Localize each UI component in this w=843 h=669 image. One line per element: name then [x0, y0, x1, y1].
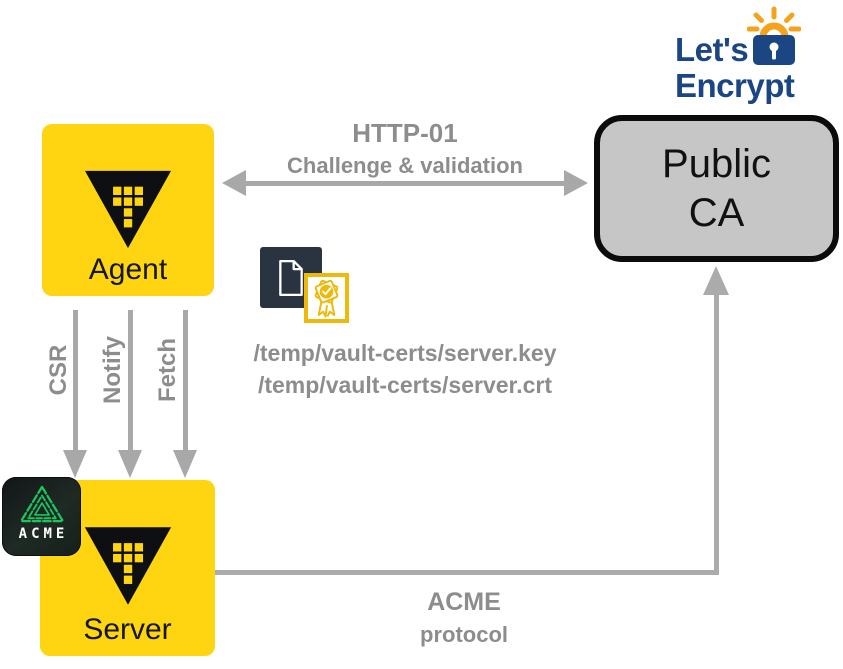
acme-triangle-icon: [19, 485, 64, 523]
lock-shackle-icon: [759, 22, 789, 38]
public-ca-label-line1: Public: [662, 141, 771, 186]
document-icon: [279, 259, 303, 296]
vault-agent-node: Agent: [42, 124, 214, 296]
vault-icon: [84, 527, 171, 605]
lets-encrypt-logo: Let's Encrypt: [663, 6, 813, 102]
fetch-arrowhead-icon: [172, 450, 197, 478]
server-key-path: /temp/vault-certs/server.key: [253, 340, 557, 366]
acme-badge: ACME: [2, 477, 81, 556]
arrowhead-right-icon: [564, 170, 588, 196]
lets-encrypt-wordmark-line1: Let's: [675, 31, 749, 68]
server-crt-path: /temp/vault-certs/server.crt: [257, 372, 553, 398]
http01-title: HTTP-01: [352, 118, 458, 148]
acme-protocol-label-line1: ACME: [427, 588, 501, 616]
csr-arrow-label: CSR: [45, 344, 72, 396]
http01-double-arrow: [222, 170, 588, 196]
sun-rays-icon: [747, 6, 801, 32]
vault-icon: [84, 170, 172, 249]
notify-arrowhead-icon: [117, 450, 142, 478]
agent-label: Agent: [88, 253, 168, 286]
csr-arrowhead-icon: [63, 450, 87, 478]
certificate-panel: [304, 273, 349, 323]
fetch-arrow-shaft: [182, 310, 188, 452]
certificate-icon: [314, 279, 339, 317]
acme-line-vertical: [714, 294, 719, 575]
public-ca-label-line2: CA: [688, 190, 745, 235]
arrow-shaft: [242, 180, 568, 186]
http01-subtitle: Challenge & validation: [287, 153, 523, 178]
acme-arrowhead-up-icon: [703, 266, 729, 295]
acme-line-horizontal: [215, 570, 717, 575]
public-ca-node: Public CA: [594, 115, 839, 262]
acme-protocol-label-line2: protocol: [420, 622, 508, 647]
csr-arrow-shaft: [73, 310, 78, 452]
acme-badge-label: ACME: [18, 526, 69, 542]
lets-encrypt-wordmark-line2: Encrypt: [675, 67, 795, 104]
lets-encrypt-lock-icon: [747, 6, 801, 65]
notify-arrow-label: Notify: [99, 336, 126, 404]
notify-arrow-shaft: [127, 310, 133, 452]
server-label: Server: [83, 613, 172, 646]
